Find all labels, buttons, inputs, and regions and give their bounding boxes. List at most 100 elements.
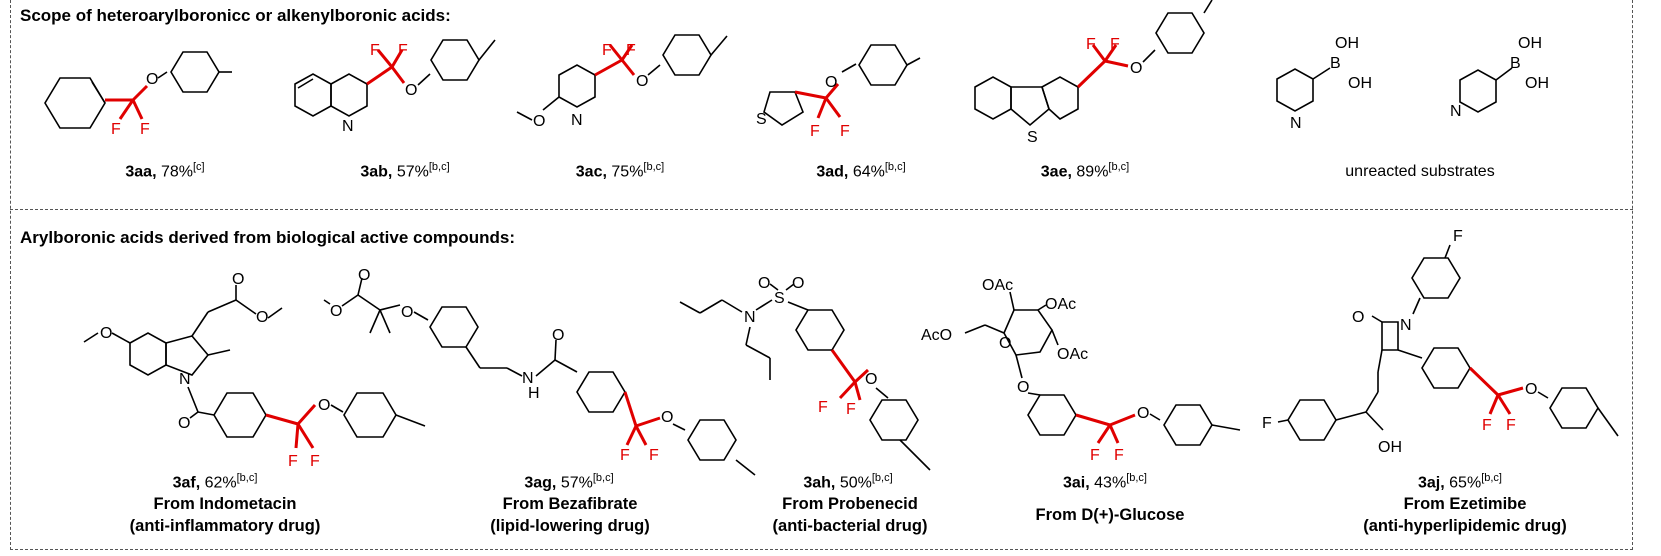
- atom-F: F: [1453, 228, 1463, 245]
- structure-3ae: S F F O: [974, 0, 1213, 146]
- source-3af: From Indometacin (anti-inflammatory drug…: [110, 493, 340, 537]
- atom-OH: OH: [1518, 35, 1542, 52]
- atom-OAc: OAc: [982, 277, 1013, 294]
- atom-F: F: [1090, 447, 1100, 464]
- source-3aj: From Ezetimibe (anti-hyperlipidemic drug…: [1335, 493, 1595, 537]
- structure-pyridine-3-boronic-acid: N B OH OH: [1276, 35, 1372, 132]
- structure-3aa: F F O: [44, 51, 232, 138]
- yield: 89%: [1076, 163, 1109, 181]
- source-3ag: From Bezafibrate (lipid-lowering drug): [460, 493, 680, 537]
- atom-F: F: [398, 42, 408, 59]
- atom-OH: OH: [1348, 75, 1372, 92]
- structure-3ab: N F F O: [294, 39, 496, 135]
- atom-O: O: [100, 325, 112, 342]
- compound-id: 3af: [172, 474, 196, 492]
- atom-N: N: [179, 371, 191, 388]
- atom-O: O: [865, 371, 877, 388]
- structure-3ai: OAc OAc OAc AcO O O F F O: [921, 277, 1241, 464]
- footnote: [b,c]: [643, 161, 665, 173]
- atom-N: N: [571, 112, 583, 129]
- atom-F: F: [1114, 447, 1124, 464]
- atom-F: F: [140, 121, 150, 138]
- yield: 78%: [160, 163, 193, 181]
- compound-id: 3ag: [524, 474, 552, 492]
- footnote: [b,c]: [592, 472, 614, 484]
- atom-F: F: [846, 401, 856, 418]
- yield: 62%: [204, 474, 237, 492]
- atom-F: F: [810, 123, 820, 140]
- compound-id: 3ai: [1063, 474, 1086, 492]
- figure-frame: [10, 0, 1633, 550]
- source-3ah: From Probenecid (anti-bacterial drug): [740, 493, 960, 537]
- structure-3ag: O O O N H O F F O: [323, 267, 756, 476]
- atom-O: O: [636, 73, 648, 90]
- structure-3ac: N O F F O: [516, 34, 728, 130]
- atom-O: O: [232, 271, 244, 288]
- atom-F: F: [310, 453, 320, 470]
- footnote: [b,c]: [1126, 472, 1147, 484]
- footnote: [b,c]: [884, 161, 906, 173]
- section2-heading: Arylboronic acids derived from biologica…: [20, 228, 515, 247]
- label-3aa: 3aa, 78%[c]: [125, 161, 205, 181]
- atom-OH: OH: [1525, 75, 1549, 92]
- atom-B: B: [1330, 55, 1341, 72]
- compound-id: 3aa: [125, 163, 153, 181]
- label-3aj: 3aj, 65%[b,c]: [1418, 472, 1502, 492]
- footnote: [b,c]: [1108, 161, 1130, 173]
- atom-O: O: [146, 71, 158, 88]
- source-name: From Ezetimibe: [1403, 495, 1527, 513]
- section-divider: [10, 209, 1633, 210]
- atom-O: O: [405, 82, 417, 99]
- atom-S: S: [1027, 129, 1038, 146]
- footnote: [b,c]: [428, 161, 450, 173]
- atom-F: F: [1086, 36, 1096, 53]
- atom-AcO: AcO: [921, 327, 952, 344]
- structure-3af: N O O O O F F O: [83, 271, 426, 470]
- atom-B: B: [1510, 55, 1521, 72]
- label-3ad: 3ad, 64%[b,c]: [816, 161, 906, 181]
- source-use: (lipid-lowering drug): [490, 517, 650, 535]
- atom-F: F: [818, 399, 828, 416]
- label-3ah: 3ah, 50%[b,c]: [803, 472, 893, 492]
- footnote: [b,c]: [871, 472, 893, 484]
- atom-N: N: [744, 309, 756, 326]
- atom-N: N: [1400, 317, 1412, 334]
- atom-OH: OH: [1335, 35, 1359, 52]
- source-name: From D(+)-Glucose: [1035, 506, 1185, 524]
- atom-F: F: [111, 121, 121, 138]
- atom-O: O: [330, 303, 342, 320]
- atom-F: F: [602, 42, 612, 59]
- source-use: (anti-bacterial drug): [772, 517, 928, 535]
- atom-O: O: [552, 327, 564, 344]
- label-3ai: 3ai, 43%[b,c]: [1063, 472, 1147, 492]
- atom-F: F: [1110, 36, 1120, 53]
- section1-heading: Scope of heteroarylboronicc or alkenylbo…: [20, 6, 451, 25]
- atom-O: O: [358, 267, 370, 284]
- compound-id: 3ae: [1040, 163, 1068, 181]
- structure-3aj: F N O OH F F F O: [1262, 228, 1619, 456]
- atom-OAc: OAc: [1057, 346, 1088, 363]
- source-name: From Indometacin: [153, 495, 297, 513]
- compound-id: 3aj: [1418, 474, 1441, 492]
- atom-O: O: [178, 415, 190, 432]
- atom-O: O: [1137, 405, 1149, 422]
- atom-O: O: [256, 309, 268, 326]
- atom-N: N: [1450, 103, 1462, 120]
- atom-O: O: [758, 275, 770, 292]
- atom-O: O: [825, 74, 837, 91]
- footnote: [b,c]: [1481, 472, 1502, 484]
- atom-O: O: [1352, 309, 1364, 326]
- source-name: From Probenecid: [782, 495, 918, 513]
- label-unreacted-substrates: unreacted substrates: [1345, 163, 1495, 180]
- label-3af: 3af, 62%[b,c]: [172, 472, 258, 492]
- structure-3ah: O O S N O F F: [679, 275, 931, 471]
- atom-O: O: [1130, 60, 1142, 77]
- source-use: (anti-hyperlipidemic drug): [1363, 517, 1567, 535]
- yield: 50%: [839, 474, 872, 492]
- atom-O: O: [792, 275, 804, 292]
- label-3ae: 3ae, 89%[b,c]: [1040, 161, 1130, 181]
- atom-S: S: [774, 290, 785, 307]
- atom-N: N: [522, 370, 534, 387]
- atom-O: O: [661, 409, 673, 426]
- footnote: [b,c]: [236, 472, 258, 484]
